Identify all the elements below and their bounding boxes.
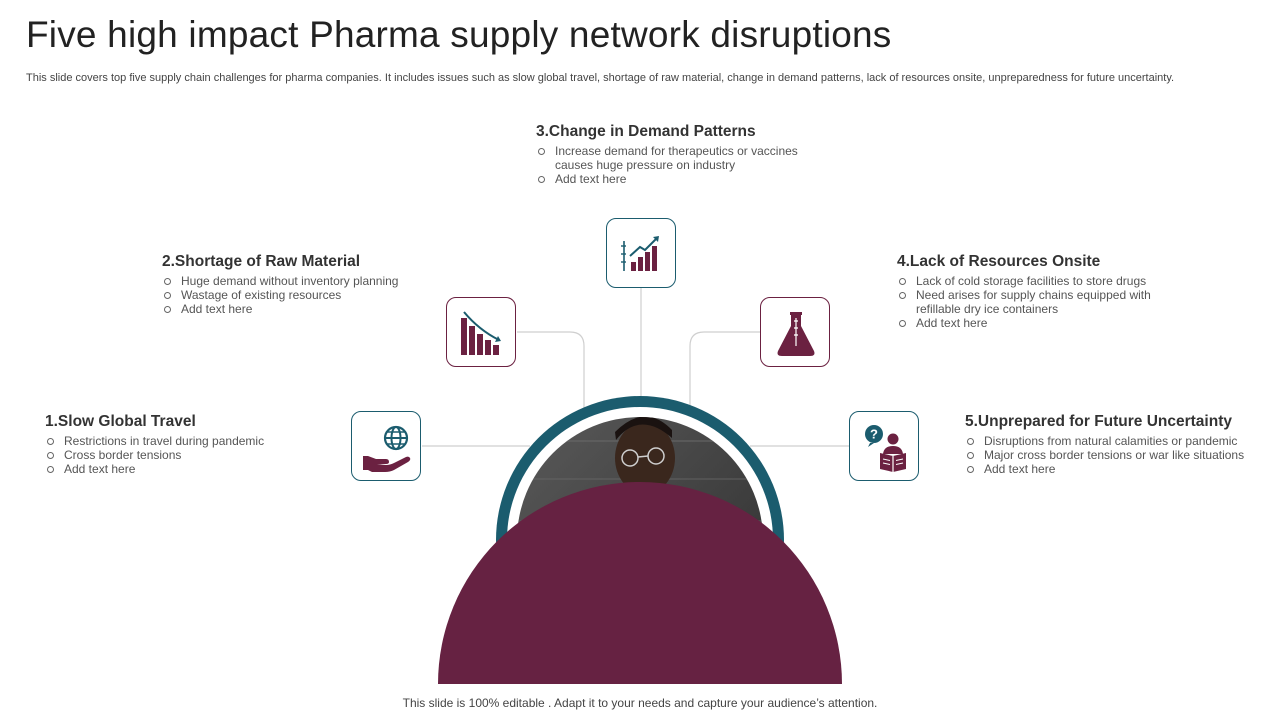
- challenge-points: Disruptions from natural calamities or p…: [965, 434, 1265, 476]
- challenge-heading: 1.Slow Global Travel: [45, 413, 196, 430]
- slide-footer: This slide is 100% editable . Adapt it t…: [402, 696, 878, 710]
- challenge-point: Huge demand without inventory planning: [162, 274, 442, 288]
- challenge-heading: 3.Change in Demand Patterns: [536, 123, 756, 140]
- slide-title: Five high impact Pharma supply network d…: [26, 14, 892, 55]
- challenge-point: Need arises for supply chains equipped w…: [897, 288, 1166, 316]
- challenge-point: Restrictions in travel during pandemic: [45, 434, 345, 448]
- challenge-point: Add text here: [965, 462, 1265, 476]
- svg-text:?: ?: [870, 427, 878, 442]
- challenge-heading: 5.Unprepared for Future Uncertainty: [965, 413, 1232, 430]
- declining-bar-chart-icon: [446, 297, 516, 367]
- challenge-heading: 2.Shortage of Raw Material: [162, 253, 361, 270]
- challenge-points: Restrictions in travel during pandemic C…: [45, 434, 345, 476]
- challenge-heading: 4.Lack of Resources Onsite: [897, 253, 1101, 270]
- challenge-point: Cross border tensions: [45, 448, 345, 462]
- challenge-lack-of-resources: 4.Lack of Resources Onsite Lack of cold …: [897, 253, 1187, 330]
- challenge-point: Add text here: [45, 462, 345, 476]
- challenge-points: Huge demand without inventory planning W…: [162, 274, 442, 316]
- challenge-point: Wastage of existing resources: [162, 288, 442, 302]
- challenge-unprepared-uncertainty: 5.Unprepared for Future Uncertainty Disr…: [965, 413, 1265, 476]
- growth-bar-chart-icon: [606, 218, 676, 288]
- lab-flask-icon: [760, 297, 830, 367]
- challenge-shortage-raw-material: 2.Shortage of Raw Material Huge demand w…: [162, 253, 442, 316]
- slide-description: This slide covers top five supply chain …: [26, 72, 1175, 84]
- globe-in-hand-icon: [351, 411, 421, 481]
- challenge-slow-global-travel: 1.Slow Global Travel Restrictions in tra…: [45, 413, 345, 476]
- challenge-point: Add text here: [536, 172, 826, 186]
- challenge-point: Add text here: [897, 316, 1187, 330]
- challenge-points: Lack of cold storage facilities to store…: [897, 274, 1187, 330]
- challenge-point: Lack of cold storage facilities to store…: [897, 274, 1187, 288]
- challenge-change-demand-patterns: 3.Change in Demand Patterns Increase dem…: [536, 123, 826, 186]
- challenge-point: Increase demand for therapeutics or vacc…: [536, 144, 810, 172]
- challenge-points: Increase demand for therapeutics or vacc…: [536, 144, 826, 186]
- question-reader-icon: ?: [849, 411, 919, 481]
- maroon-semicircle: [438, 482, 842, 684]
- challenge-point: Major cross border tensions or war like …: [965, 448, 1265, 462]
- challenge-point: Disruptions from natural calamities or p…: [965, 434, 1265, 448]
- challenge-point: Add text here: [162, 302, 442, 316]
